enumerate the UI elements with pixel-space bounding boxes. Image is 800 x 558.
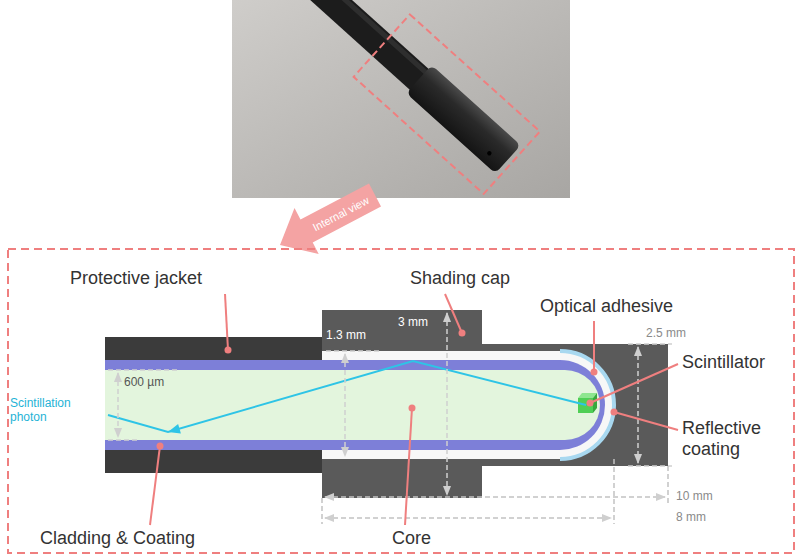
dimension-label: 1.3 mm <box>326 329 366 343</box>
dimension-label: 10 mm <box>676 490 713 504</box>
extension-line <box>667 466 669 503</box>
probe-photo <box>232 0 570 198</box>
leader-line <box>445 294 462 333</box>
dimension-3mm <box>446 313 448 495</box>
dimension-lines-outside <box>322 459 668 524</box>
extension-line <box>321 498 323 524</box>
dimension-label: 3 mm <box>398 316 428 330</box>
leader-dot <box>157 443 164 450</box>
dimension-600um <box>117 373 119 437</box>
extension-line <box>613 459 615 524</box>
leader-dot <box>459 330 466 337</box>
scintillator-side <box>593 393 597 413</box>
reflective-coating <box>560 351 614 459</box>
leader-line <box>405 408 412 525</box>
cap-hole <box>486 150 492 156</box>
leader-line <box>590 364 678 403</box>
callout-label: Scintillator <box>682 352 765 373</box>
callout-label: Cladding & Coating <box>40 528 195 549</box>
photo-background <box>232 0 570 198</box>
dimension-tick <box>326 350 380 352</box>
core <box>105 370 600 440</box>
dimension-tick <box>108 369 178 371</box>
dimension-2-5mm <box>637 347 639 463</box>
dimension-tick <box>628 465 672 467</box>
cladding <box>105 360 605 450</box>
leader-dot <box>587 400 594 407</box>
callout-label: Optical adhesive <box>540 296 673 317</box>
leader-line <box>225 294 228 350</box>
leader-lines <box>150 294 678 525</box>
leader-dot <box>611 409 618 416</box>
cable-highlight <box>245 0 434 81</box>
callout-label: Protective jacket <box>70 268 202 289</box>
dimension-10mm <box>325 496 665 498</box>
leader-dot <box>225 347 232 354</box>
internal-view-arrow <box>280 184 381 255</box>
internal-view-frame <box>8 249 794 553</box>
dimension-1-3mm <box>344 354 346 456</box>
probe-cap <box>406 65 521 174</box>
zoom-frame <box>354 14 540 194</box>
leader-dots <box>157 330 618 450</box>
leader-line <box>150 446 160 525</box>
callout-label: Core <box>392 528 431 549</box>
photon-arrowhead <box>168 424 181 434</box>
dimension-8mm <box>325 517 611 519</box>
callout-label: Reflective coating <box>682 418 782 459</box>
leader-line <box>593 321 595 372</box>
dimension-lines <box>108 313 672 495</box>
probe-body <box>232 0 540 194</box>
photon-label: Scintillation photon <box>10 397 100 425</box>
probe-cable <box>232 0 436 96</box>
leader-line <box>614 412 678 430</box>
arrow-label: Internal view <box>311 194 372 234</box>
dimension-tick <box>628 343 672 345</box>
dimension-label: 2.5 mm <box>646 327 686 341</box>
leader-dot <box>409 405 416 412</box>
callout-label: Shading cap <box>410 268 510 289</box>
dimension-label: 8 mm <box>676 511 706 525</box>
leader-dot <box>591 369 598 376</box>
photon-path <box>108 361 586 432</box>
dimension-label: 600 µm <box>124 376 164 390</box>
dimension-tick <box>108 439 140 441</box>
